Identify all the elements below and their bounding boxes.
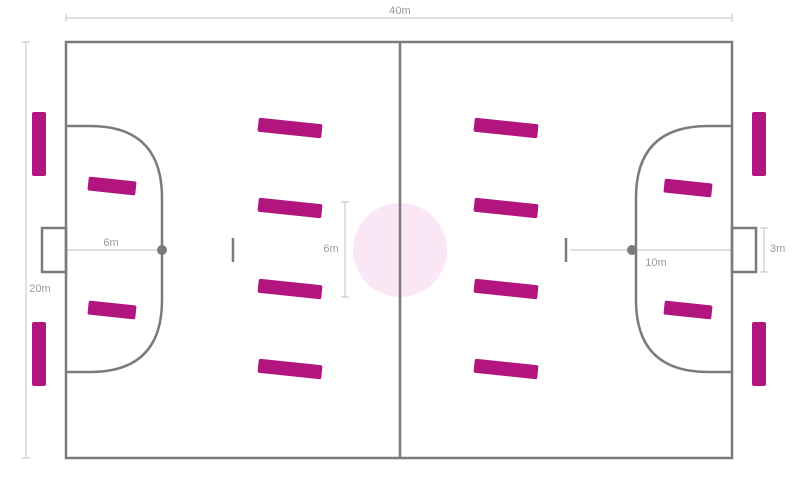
goal-width-label: 3m xyxy=(770,243,785,255)
marker xyxy=(473,358,539,380)
marker xyxy=(473,117,539,139)
marker xyxy=(257,358,323,380)
right-penalty-spot xyxy=(627,245,637,255)
penalty-mark-distance-label: 10m xyxy=(645,257,666,269)
marker xyxy=(87,176,137,196)
marker xyxy=(32,112,46,176)
marker xyxy=(87,300,137,320)
left-goal xyxy=(40,226,68,274)
goal-area-radius-label: 6m xyxy=(103,237,118,249)
dimension-lines xyxy=(22,14,768,459)
marker xyxy=(257,197,323,219)
right-goal xyxy=(730,226,758,274)
markers xyxy=(32,112,766,386)
marker xyxy=(257,117,323,139)
court-width-label: 20m xyxy=(29,283,50,295)
court-length-label: 40m xyxy=(389,5,410,17)
marker xyxy=(473,197,539,219)
left-goal-area xyxy=(66,124,164,374)
marker xyxy=(752,322,766,386)
marker xyxy=(257,278,323,300)
marker xyxy=(32,322,46,386)
left-penalty-spot xyxy=(157,245,167,255)
right-goal-area xyxy=(634,124,732,374)
marker xyxy=(752,112,766,176)
marker xyxy=(473,278,539,300)
center-circle-diameter-label: 6m xyxy=(323,243,338,255)
marker xyxy=(663,300,713,320)
marker xyxy=(663,178,713,198)
